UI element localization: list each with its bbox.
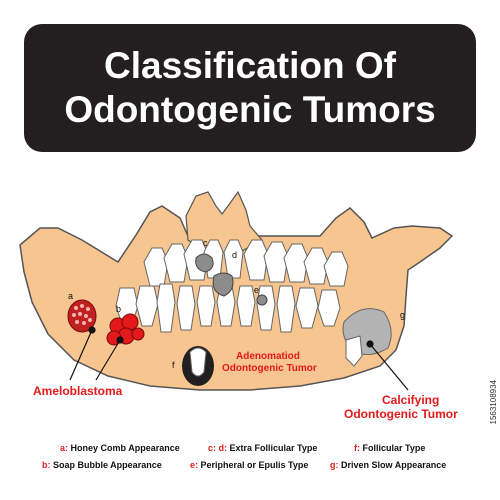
legend-item-a: a: Honey Comb Appearance <box>60 443 180 454</box>
legend-text: Extra Follicular Type <box>229 443 318 453</box>
jaw-diagram: a b c d e f g <box>19 190 454 391</box>
legend-key: g: <box>330 460 339 470</box>
adenomatoid-label-1: Adenomatiod <box>236 351 300 362</box>
legend-item-e: e: Peripheral or Epulis Type <box>190 460 308 471</box>
legend-item-cd: c: d: Extra Follicular Type <box>208 443 317 454</box>
legend-key: a: <box>60 443 69 453</box>
legend-text: Soap Bubble Appearance <box>53 460 162 470</box>
watermark-id: 1563108934 <box>489 380 498 425</box>
tumor-d <box>212 272 234 297</box>
tumor-a-honeycomb <box>67 299 97 333</box>
legend-key: e: <box>190 460 199 470</box>
legend-text: Honey Comb Appearance <box>70 443 180 453</box>
tumor-g-calcifying <box>342 308 392 367</box>
title-line-2: Odontogenic Tumors <box>64 89 436 130</box>
legend-item-f: f: Follicular Type <box>354 443 425 454</box>
legend-text: Peripheral or Epulis Type <box>200 460 309 470</box>
calcifying-label-1: Calcifying <box>382 393 440 407</box>
letter-d: d <box>232 250 237 260</box>
legend-item-b: b: Soap Bubble Appearance <box>42 460 162 471</box>
letter-e: e <box>254 285 259 295</box>
title-banner: Classification Of Odontogenic Tumors <box>24 24 476 152</box>
legend-text: Follicular Type <box>362 443 426 453</box>
legend-key: c: d: <box>208 443 227 453</box>
tumor-c <box>195 253 214 273</box>
letter-g: g <box>400 310 405 320</box>
title-line-1: Classification Of <box>104 45 396 86</box>
letter-f: f <box>172 360 175 370</box>
tumor-f-follicular <box>182 346 214 386</box>
upper-teeth <box>143 239 349 287</box>
legend-text: Driven Slow Appearance <box>341 460 447 470</box>
legend-key: f: <box>354 443 360 453</box>
adenomatoid-label-2: Odontogenic Tumor <box>222 363 317 374</box>
letter-b: b <box>116 304 121 314</box>
ameloblastoma-label: Ameloblastoma <box>33 384 123 398</box>
letter-a: a <box>68 291 73 301</box>
legend-key: b: <box>42 460 51 470</box>
calcifying-label-2: Odontogenic Tumor <box>344 407 458 421</box>
legend-item-g: g: Driven Slow Appearance <box>330 460 446 471</box>
tumor-e <box>256 294 268 306</box>
letter-c: c <box>203 238 208 248</box>
